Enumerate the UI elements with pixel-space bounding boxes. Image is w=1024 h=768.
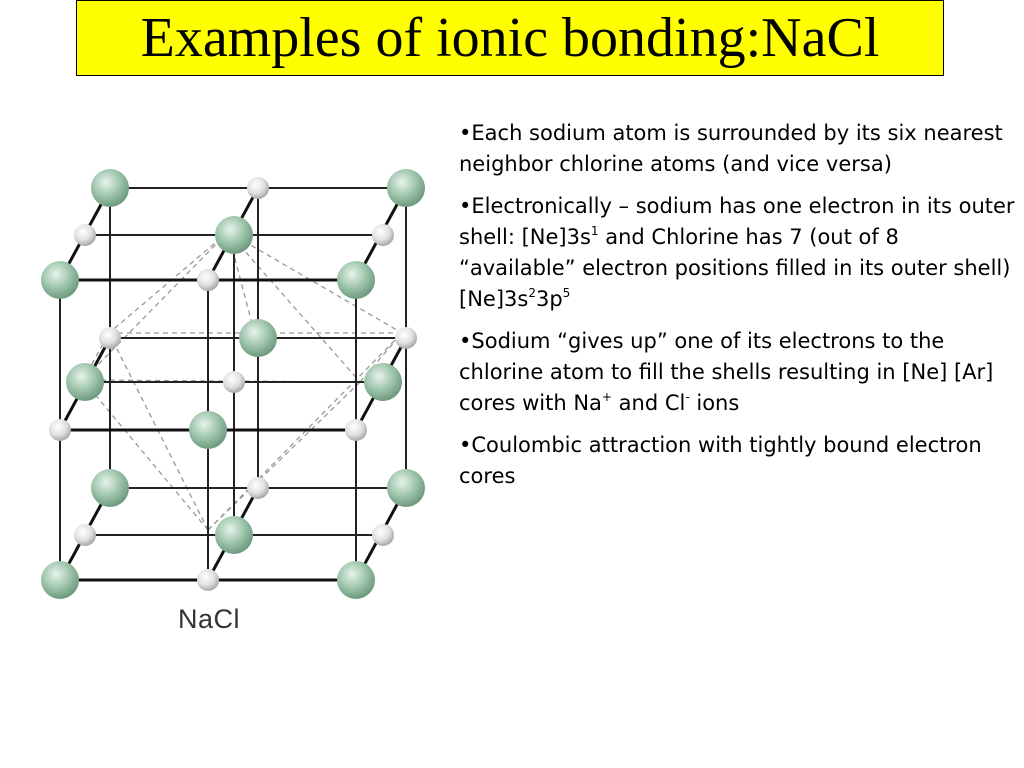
sodium-atom <box>74 524 96 546</box>
sodium-atom <box>395 327 417 349</box>
bullet-item: •Sodium “gives up” one of its electrons … <box>459 326 1015 419</box>
chlorine-atom <box>66 363 104 401</box>
chlorine-atom <box>337 261 375 299</box>
bullet-text: and Chlorine has 7 (out of 8 “available”… <box>459 225 1011 311</box>
figure-caption: NaCl <box>178 604 241 634</box>
chlorine-atom <box>215 516 253 554</box>
superscript: - <box>685 390 690 404</box>
chlorine-atom <box>239 319 277 357</box>
superscript: 5 <box>562 286 571 300</box>
bullet-item: •Each sodium atom is surrounded by its s… <box>459 118 1015 180</box>
bullet-item: •Electronically – sodium has one electro… <box>459 191 1015 315</box>
sodium-atom <box>49 419 71 441</box>
atoms <box>41 169 425 599</box>
chlorine-atom <box>91 169 129 207</box>
superscript: 2 <box>528 286 536 300</box>
bullet-item: •Coulombic attraction with tightly bound… <box>459 430 1015 492</box>
sodium-atom <box>345 419 367 441</box>
bullet-text: •Each sodium atom is surrounded by its s… <box>459 121 1003 176</box>
sodium-atom <box>197 269 219 291</box>
sodium-atom <box>223 371 245 393</box>
bullet-list: •Each sodium atom is surrounded by its s… <box>459 118 1015 503</box>
nacl-lattice-diagram <box>41 169 425 599</box>
chlorine-atom <box>41 261 79 299</box>
octahedron-dashed-lines <box>82 231 403 531</box>
bullet-text: •Electronically – sodium has one electro… <box>459 194 1015 249</box>
chlorine-atom <box>387 169 425 207</box>
sodium-atom <box>74 224 96 246</box>
sodium-atom <box>247 177 269 199</box>
slide-title-box: Examples of ionic bonding:NaCl <box>76 0 944 76</box>
sodium-atom <box>372 224 394 246</box>
bullet-text: •Coulombic attraction with tightly bound… <box>459 433 982 488</box>
superscript: + <box>601 390 612 404</box>
bullet-text: ions <box>689 391 740 415</box>
sodium-atom <box>197 569 219 591</box>
chlorine-atom <box>337 561 375 599</box>
bullet-text: •Sodium “gives up” one of its electrons … <box>459 329 994 415</box>
chlorine-atom <box>41 561 79 599</box>
chlorine-atom <box>364 363 402 401</box>
chlorine-atom <box>387 469 425 507</box>
chlorine-atom <box>91 469 129 507</box>
chlorine-atom <box>189 411 227 449</box>
chlorine-atom <box>215 216 253 254</box>
sodium-atom <box>99 327 121 349</box>
sodium-atom <box>372 524 394 546</box>
bullet-text: 3p <box>535 287 563 311</box>
nacl-crystal-figure <box>30 160 430 650</box>
slide-title: Examples of ionic bonding:NaCl <box>140 7 880 69</box>
sodium-atom <box>247 477 269 499</box>
bullet-text: and Cl <box>611 391 686 415</box>
superscript: 1 <box>590 224 599 238</box>
